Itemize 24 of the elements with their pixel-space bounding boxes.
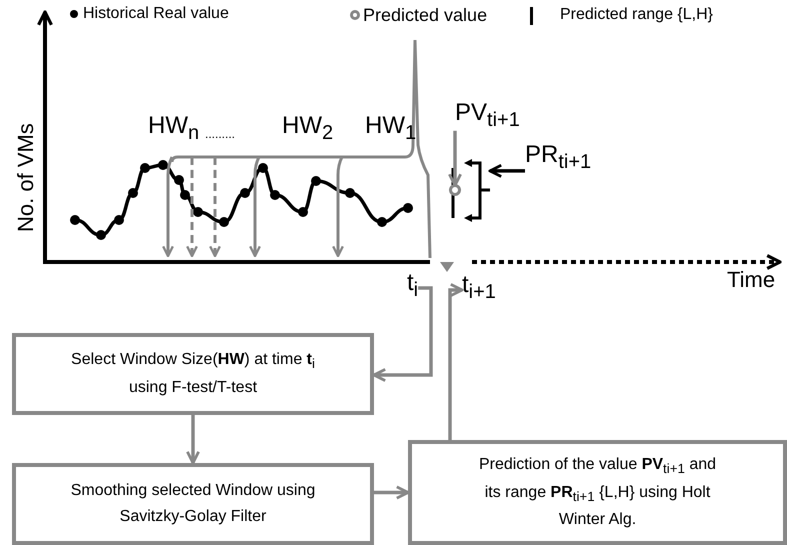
legend-label: Predicted range {L,H} — [560, 6, 713, 24]
time-label: t$_{i+1}$ — [462, 272, 496, 303]
callout-label: PV$_{ti+1}$ — [455, 100, 520, 131]
arrow — [186, 415, 200, 464]
legend-label: Historical Real value — [83, 5, 229, 23]
predicted-point — [449, 184, 461, 196]
axis-title: Time — [727, 268, 776, 292]
arrow — [374, 486, 410, 500]
window-label: HW$_{1}$ — [365, 113, 416, 144]
window-label: HW$_{2}$ — [282, 113, 334, 144]
process-box: Prediction of the value PV$_{ti+1}$ and its range PR$_{ti+1}$ {L,H} using Holt Winter Alg. — [408, 440, 787, 545]
leader-line — [488, 164, 525, 178]
axis-title: No. of VMs — [14, 123, 38, 232]
arrow — [448, 283, 464, 440]
process-box: Smoothing selected Window using Savitzky-Golay Filter — [12, 463, 374, 545]
callout-label: PR$_{ti+1}$ — [525, 142, 592, 173]
process-box: Select Window Size(HW) at time t$_{i}$ using F-test/T-test — [12, 333, 374, 415]
arrow — [372, 286, 433, 382]
legend-label: Predicted value — [363, 6, 488, 26]
time-label: t$_{i}$ — [407, 270, 418, 301]
ellipsis-label: ......... — [205, 128, 236, 142]
range-bracket — [464, 159, 492, 222]
window-label: HW$_{n}$ — [148, 113, 200, 144]
leader-line — [448, 130, 462, 187]
